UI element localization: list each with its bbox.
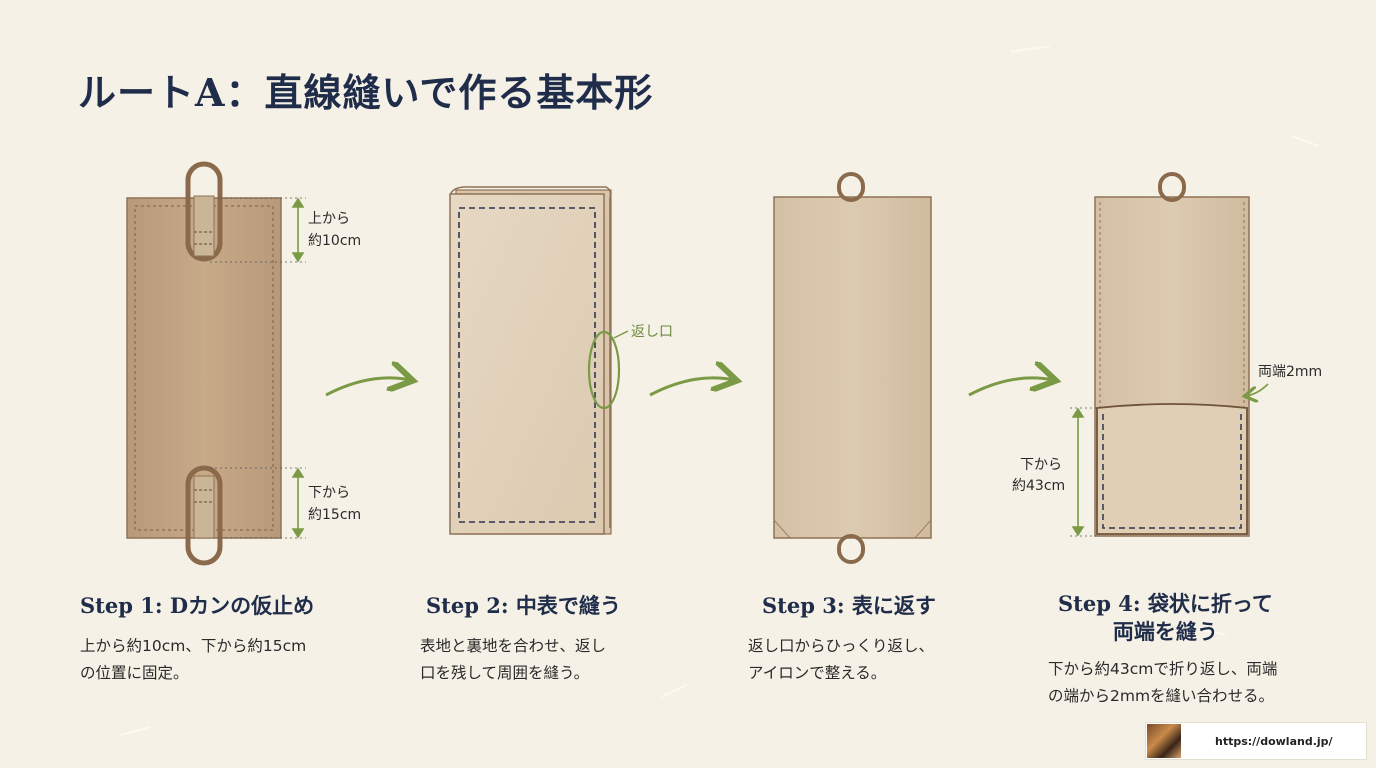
step2-title: Step 2: 中表で縫う: [426, 593, 621, 618]
step1-annotation-bottom: 下から 約15cm: [308, 485, 361, 523]
annotation-line: 約15cm: [308, 507, 361, 523]
flow-arrow-3: [968, 378, 1053, 397]
step2-front-layer: [449, 193, 605, 535]
step3-title: Step 3: 表に返す: [762, 593, 936, 618]
return-opening-marker: [587, 330, 621, 410]
step3-illustration: [773, 172, 932, 564]
annotation-line: 約10cm: [308, 233, 361, 249]
step2-stitch-line: [458, 207, 596, 523]
dimension-arrow-top: [291, 197, 305, 263]
step2-annotation-opening: 返し口: [631, 324, 673, 340]
annotation-line: 下から: [308, 485, 350, 501]
d-ring-bottom-icon: [185, 465, 223, 566]
source-url-link[interactable]: https://dowland.jp/: [1215, 734, 1333, 748]
step2-illustration: 返し口: [449, 186, 673, 535]
page-title: ルートA：直線縫いで作る基本形: [78, 70, 654, 115]
flow-arrow-1: [325, 378, 410, 397]
d-ring-top-icon: [185, 161, 223, 262]
dimension-arrow-bottom: [291, 467, 305, 539]
step4-annotation-fold: 下から 約43cm: [1012, 457, 1066, 494]
step4-annotation-edge: 両端2mm: [1258, 364, 1322, 380]
step4-title: Step 4: 袋状に折って 両端を縫う: [1058, 591, 1273, 644]
step1-annotation-top: 上から 約10cm: [308, 211, 361, 249]
d-ring-top-icon: [837, 172, 865, 202]
step4-description: 下から約43cmで折り返し、両端 の端から2mmを縫い合わせる。: [1048, 660, 1278, 705]
source-badge[interactable]: https://dowland.jp/: [1145, 722, 1367, 760]
step4-illustration: 両端2mm 下から 約43cm: [1012, 172, 1322, 537]
step1-description: 上から約10cm、下から約15cm の位置に固定。: [80, 637, 307, 682]
step2-description: 表地と裏地を合わせ、返し 口を残して周囲を縫う。: [420, 637, 607, 682]
step4-folded-pocket: [1096, 403, 1248, 535]
dimension-arrow-fold: [1071, 407, 1085, 537]
step2-fold-edge: [449, 186, 612, 528]
d-ring-top-tab: [193, 195, 215, 257]
step3-description: 返し口からひっくり返し、 アイロンで整える。: [748, 637, 935, 682]
annotation-line: 下から: [1020, 457, 1062, 473]
annotation-line: 上から: [308, 211, 350, 227]
d-ring-bottom-tab: [193, 475, 215, 539]
d-ring-top-icon: [1158, 172, 1186, 202]
step3-fabric-panel: [773, 196, 932, 539]
step1-illustration: 上から 約10cm 下から 約15cm: [126, 161, 361, 566]
d-ring-bottom-icon: [837, 534, 865, 564]
step1-title: Step 1: Dカンの仮止め: [80, 593, 315, 618]
site-thumbnail: [1147, 724, 1181, 758]
flow-arrow-2: [649, 378, 734, 397]
edge-pointer: [1246, 383, 1269, 396]
annotation-line: 約43cm: [1012, 478, 1065, 494]
